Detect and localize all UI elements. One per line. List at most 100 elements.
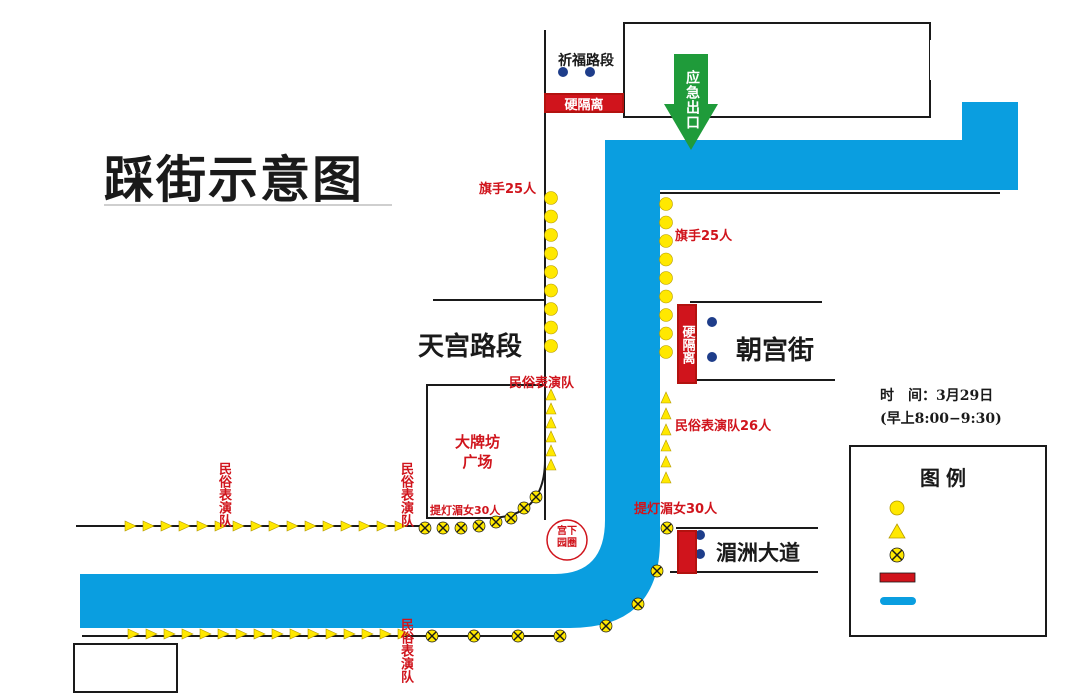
folk-troupe-marker — [127, 628, 140, 640]
flag-bearer-marker — [544, 339, 558, 353]
folk-troupe-marker — [250, 520, 263, 532]
barrier-sign-chaogong: 硬隔离 — [677, 304, 697, 384]
police-icon — [707, 352, 717, 362]
group-label-lantern-left: 提灯湄女30人 — [430, 504, 501, 517]
lantern-marker — [529, 490, 543, 504]
group-label-folk-tiangong: 民俗表演队 — [509, 376, 575, 391]
map-title: 踩街示意图 — [104, 150, 364, 209]
lantern-marker — [472, 519, 486, 533]
lantern-marker — [660, 521, 674, 535]
folk-troupe-marker — [232, 520, 245, 532]
lantern-marker — [454, 521, 468, 535]
folk-troupe-marker — [286, 520, 299, 532]
folk-troupe-marker — [145, 628, 158, 640]
police-icon — [695, 549, 705, 559]
roundabout-label: 宫下 园圈 — [557, 526, 577, 549]
group-label-folk-west1: 民俗表演队 — [216, 462, 231, 527]
police-icon — [707, 317, 717, 327]
lantern-marker — [418, 521, 432, 535]
folk-troupe-marker — [660, 423, 672, 436]
folk-troupe-marker — [545, 416, 557, 429]
lantern-marker — [467, 629, 481, 643]
legend-barrier-icon — [879, 572, 916, 583]
folk-troupe-marker — [660, 391, 672, 404]
flag-bearer-marker — [659, 252, 673, 267]
lantern-marker — [517, 501, 531, 515]
flag-bearer-marker — [544, 191, 558, 205]
lantern-marker — [489, 515, 503, 529]
folk-troupe-marker — [178, 520, 191, 532]
folk-troupe-marker — [142, 520, 155, 532]
folk-troupe-marker — [325, 628, 338, 640]
corner-box — [73, 643, 178, 693]
folk-troupe-marker — [253, 628, 266, 640]
roundabout-circle — [546, 519, 588, 561]
folk-troupe-marker — [660, 407, 672, 420]
lantern-marker — [425, 629, 439, 643]
police-markers — [558, 67, 717, 559]
legend-flag-icon — [889, 500, 905, 516]
building-box — [623, 22, 931, 118]
flag-bearer-marker — [659, 215, 673, 230]
road-label-xifu: 祈福路段 — [558, 53, 614, 69]
folk-troupe-marker — [660, 455, 672, 468]
folk-troupe-marker — [376, 520, 389, 532]
time-date: 时 间：3月29日 — [880, 388, 994, 404]
folk-troupe-marker — [163, 628, 176, 640]
flag-bearer-marker — [659, 234, 673, 248]
flag-bearer-marker — [544, 302, 558, 316]
folk-troupe-marker — [304, 520, 317, 532]
group-label-flag-left: 旗手25人 — [479, 182, 537, 197]
blue-route-band — [80, 102, 1018, 628]
flag-bearer-marker — [659, 326, 673, 341]
legend-lantern-icon — [889, 547, 905, 563]
folk-troupe-marker — [322, 520, 335, 532]
lantern-marker — [599, 619, 613, 633]
folk-troupe-marker — [397, 628, 410, 640]
blank-patch — [930, 40, 960, 80]
exit-arrow-icon — [664, 54, 718, 150]
police-icon — [695, 530, 705, 540]
plaza-label: 大牌坊 广场 — [455, 433, 501, 471]
barrier-sign-meizhou — [677, 530, 697, 574]
folk-troupe-marker — [340, 520, 353, 532]
lantern-marker — [553, 629, 567, 643]
flag-bearer-marker — [544, 283, 558, 298]
road-label-chaogong: 朝宫街 — [736, 336, 815, 366]
folk-troupe-marker — [660, 439, 672, 452]
title-underline — [104, 204, 392, 206]
legend-troupe-icon — [888, 523, 906, 539]
flag-bearer-marker — [659, 345, 673, 359]
folk-troupe-marker — [379, 628, 392, 640]
folk-troupe-marker — [545, 444, 557, 457]
folk-troupe-marker — [268, 520, 281, 532]
time-hours: (早上8:00−9:30) — [880, 411, 1002, 427]
flag-bearer-marker — [544, 228, 558, 242]
folk-troupe-marker — [217, 628, 230, 640]
legend-route-icon — [880, 597, 916, 605]
folk-troupe-marker — [307, 628, 320, 640]
road-label-meizhou: 湄洲大道 — [716, 541, 800, 565]
folk-troupe-marker — [394, 520, 407, 532]
flag-bearer-marker — [544, 246, 558, 261]
flag-bearer-marker — [659, 271, 673, 285]
group-label-flag-right: 旗手25人 — [675, 229, 733, 244]
folk-troupe-marker — [271, 628, 284, 640]
folk-troupe-marker — [545, 458, 557, 471]
barrier-sign-xifu: 硬隔离 — [544, 93, 624, 113]
lantern-marker — [631, 597, 645, 611]
flag-bearer-marker — [659, 289, 673, 304]
folk-troupe-marker — [235, 628, 248, 640]
folk-troupe-marker — [124, 520, 137, 532]
lantern-marker — [650, 564, 664, 578]
flag-bearer-marker — [659, 197, 673, 211]
folk-troupe-marker — [545, 388, 557, 401]
flag-bearer-marker — [544, 209, 558, 224]
exit-label: 应急出口 — [684, 70, 700, 130]
folk-troupe-marker — [199, 628, 212, 640]
group-label-folk-west2: 民俗表演队 — [398, 462, 413, 527]
lantern-marker — [436, 521, 450, 535]
road-label-tiangong: 天宫路段 — [418, 332, 523, 362]
